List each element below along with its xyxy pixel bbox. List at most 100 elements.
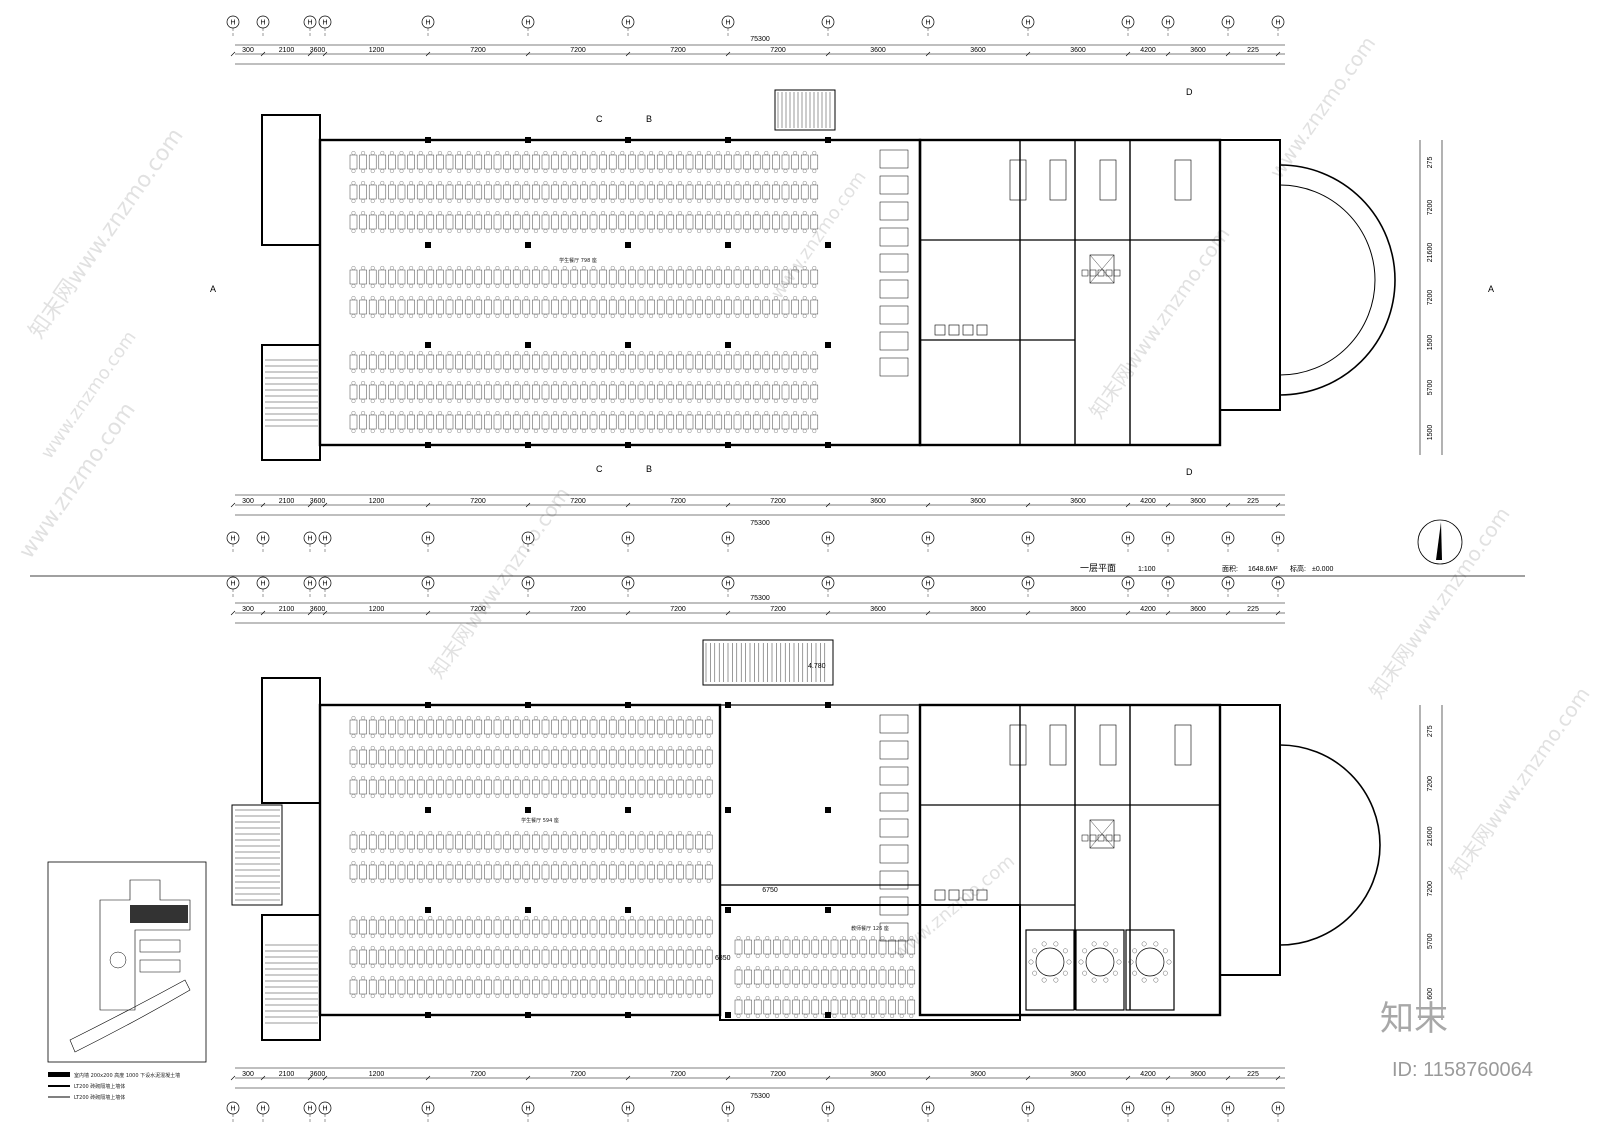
grid-axis-label: H	[725, 581, 730, 588]
dimension-value: 3600	[310, 1071, 326, 1078]
dimension-value: 3600	[310, 47, 326, 54]
dimension-value: 7200	[770, 498, 786, 505]
dimension-value: 7200	[1427, 881, 1434, 897]
dimension-value: 275	[1427, 725, 1434, 737]
grid-axis-label: H	[1125, 20, 1130, 27]
dimension-value: 7200	[1427, 290, 1434, 306]
east-wing-wall-2	[1219, 704, 1281, 976]
dimension-value: 5700	[1427, 933, 1434, 949]
dimension-value: 3600	[970, 1071, 986, 1078]
dimension-value: 1200	[369, 1071, 385, 1078]
dimension-value: 1200	[369, 606, 385, 613]
private-rooms	[1025, 929, 1175, 1011]
dimension-value: 3600	[870, 606, 886, 613]
dimension-value: 21600	[1427, 243, 1434, 263]
dimension-value: 600	[1427, 988, 1434, 1000]
grid-axis-label: H	[1225, 536, 1230, 543]
dimension-value: 7200	[570, 47, 586, 54]
dimension-value: 3600	[970, 606, 986, 613]
dimension-value: 7200	[1427, 200, 1434, 216]
grid-axis-label: H	[525, 536, 530, 543]
dimension-value: 7200	[470, 498, 486, 505]
elevation-value: ±0.000	[1312, 566, 1333, 573]
dimension-value: 2100	[279, 47, 295, 54]
grid-axis-label: H	[925, 536, 930, 543]
dimension-value: 4200	[1140, 47, 1156, 54]
dimension-value: 7200	[470, 606, 486, 613]
dimension-value: 7200	[670, 47, 686, 54]
grid-axis-label: H	[322, 581, 327, 588]
elevation-note: 4.780	[808, 663, 826, 670]
grid-axis-label: H	[825, 20, 830, 27]
grid-axis-label: H	[230, 581, 235, 588]
grid-axis-label: H	[1275, 20, 1280, 27]
grid-axis-label: H	[425, 581, 430, 588]
structural-columns-2	[425, 702, 831, 1018]
plan-title: 一层平面	[1080, 563, 1116, 574]
dimension-value: 4200	[1140, 606, 1156, 613]
grid-axis-label: H	[725, 1106, 730, 1113]
section-mark-b-bottom: B	[646, 464, 652, 474]
grid-axis-label: H	[260, 1106, 265, 1113]
east-wing-wall	[1219, 139, 1281, 411]
dimension-value: 7200	[770, 47, 786, 54]
dimension-value: 300	[242, 498, 254, 505]
dimension-value: 4200	[1140, 1071, 1156, 1078]
grid-axis-label: H	[525, 581, 530, 588]
grid-axis-label: H	[1025, 20, 1030, 27]
dimension-value: 7200	[570, 606, 586, 613]
grid-axis-label: H	[1225, 581, 1230, 588]
grid-axis-label: H	[1125, 581, 1130, 588]
roof-stair-2	[702, 639, 834, 686]
dimension-value: 300	[242, 606, 254, 613]
stair-core-north-2	[261, 677, 321, 804]
curved-wall-2	[1279, 744, 1381, 946]
dining-hall-label-2: 学生餐厅 594 座	[521, 817, 559, 824]
grid-axis-label: H	[322, 1106, 327, 1113]
area-value: 1648.6M²	[1248, 566, 1278, 573]
grid-axis-label: H	[322, 20, 327, 27]
stair-core-north	[261, 114, 321, 246]
dimension-value: 3600	[1190, 498, 1206, 505]
dimension-value: 1200	[369, 47, 385, 54]
dimension-value: 225	[1247, 47, 1259, 54]
grid-axis-label: H	[230, 1106, 235, 1113]
grid-axis-label: H	[260, 536, 265, 543]
brand-logo: 知末	[1380, 999, 1448, 1039]
section-mark-c-top: C	[596, 114, 603, 124]
grid-axis-label: H	[1125, 1106, 1130, 1113]
grid-axis-label: H	[1165, 581, 1170, 588]
image-id: ID: 1158760064	[1392, 1059, 1533, 1081]
dimension-value: 225	[1247, 498, 1259, 505]
external-stair-2	[231, 804, 283, 906]
dimension-value: 5700	[1427, 380, 1434, 396]
dimension-value: 275	[1427, 157, 1434, 169]
dimension-value: 225	[1247, 1071, 1259, 1078]
kitchen-layout-2	[879, 705, 1220, 1010]
grid-axis-label: H	[260, 581, 265, 588]
dimension-value: 7200	[670, 606, 686, 613]
stair-core-south-2	[261, 914, 321, 1041]
grid-axis-label: H	[1165, 20, 1170, 27]
overall-dimension-2-bottom: 75300	[750, 1093, 770, 1100]
grid-axis-label: H	[1025, 536, 1030, 543]
dimension-value: 3600	[310, 498, 326, 505]
grid-axis-label: H	[260, 20, 265, 27]
overall-dimension-bottom: 75300	[750, 520, 770, 527]
dimension-value: 2100	[279, 606, 295, 613]
kitchen-layout	[879, 140, 1220, 445]
grid-axis-label: H	[307, 581, 312, 588]
dimension-value: 2100	[279, 498, 295, 505]
dimension-value: 7200	[570, 1071, 586, 1078]
section-mark-a-left: A	[210, 284, 216, 294]
grid-axis-label: H	[322, 536, 327, 543]
grid-axis-label: H	[725, 20, 730, 27]
entrance-stair	[774, 89, 836, 131]
section-mark-c-bottom: C	[596, 464, 603, 474]
dimension-value: 3600	[970, 498, 986, 505]
legend-item-2: LT200 砖砌隔墙上墙体	[74, 1083, 125, 1090]
